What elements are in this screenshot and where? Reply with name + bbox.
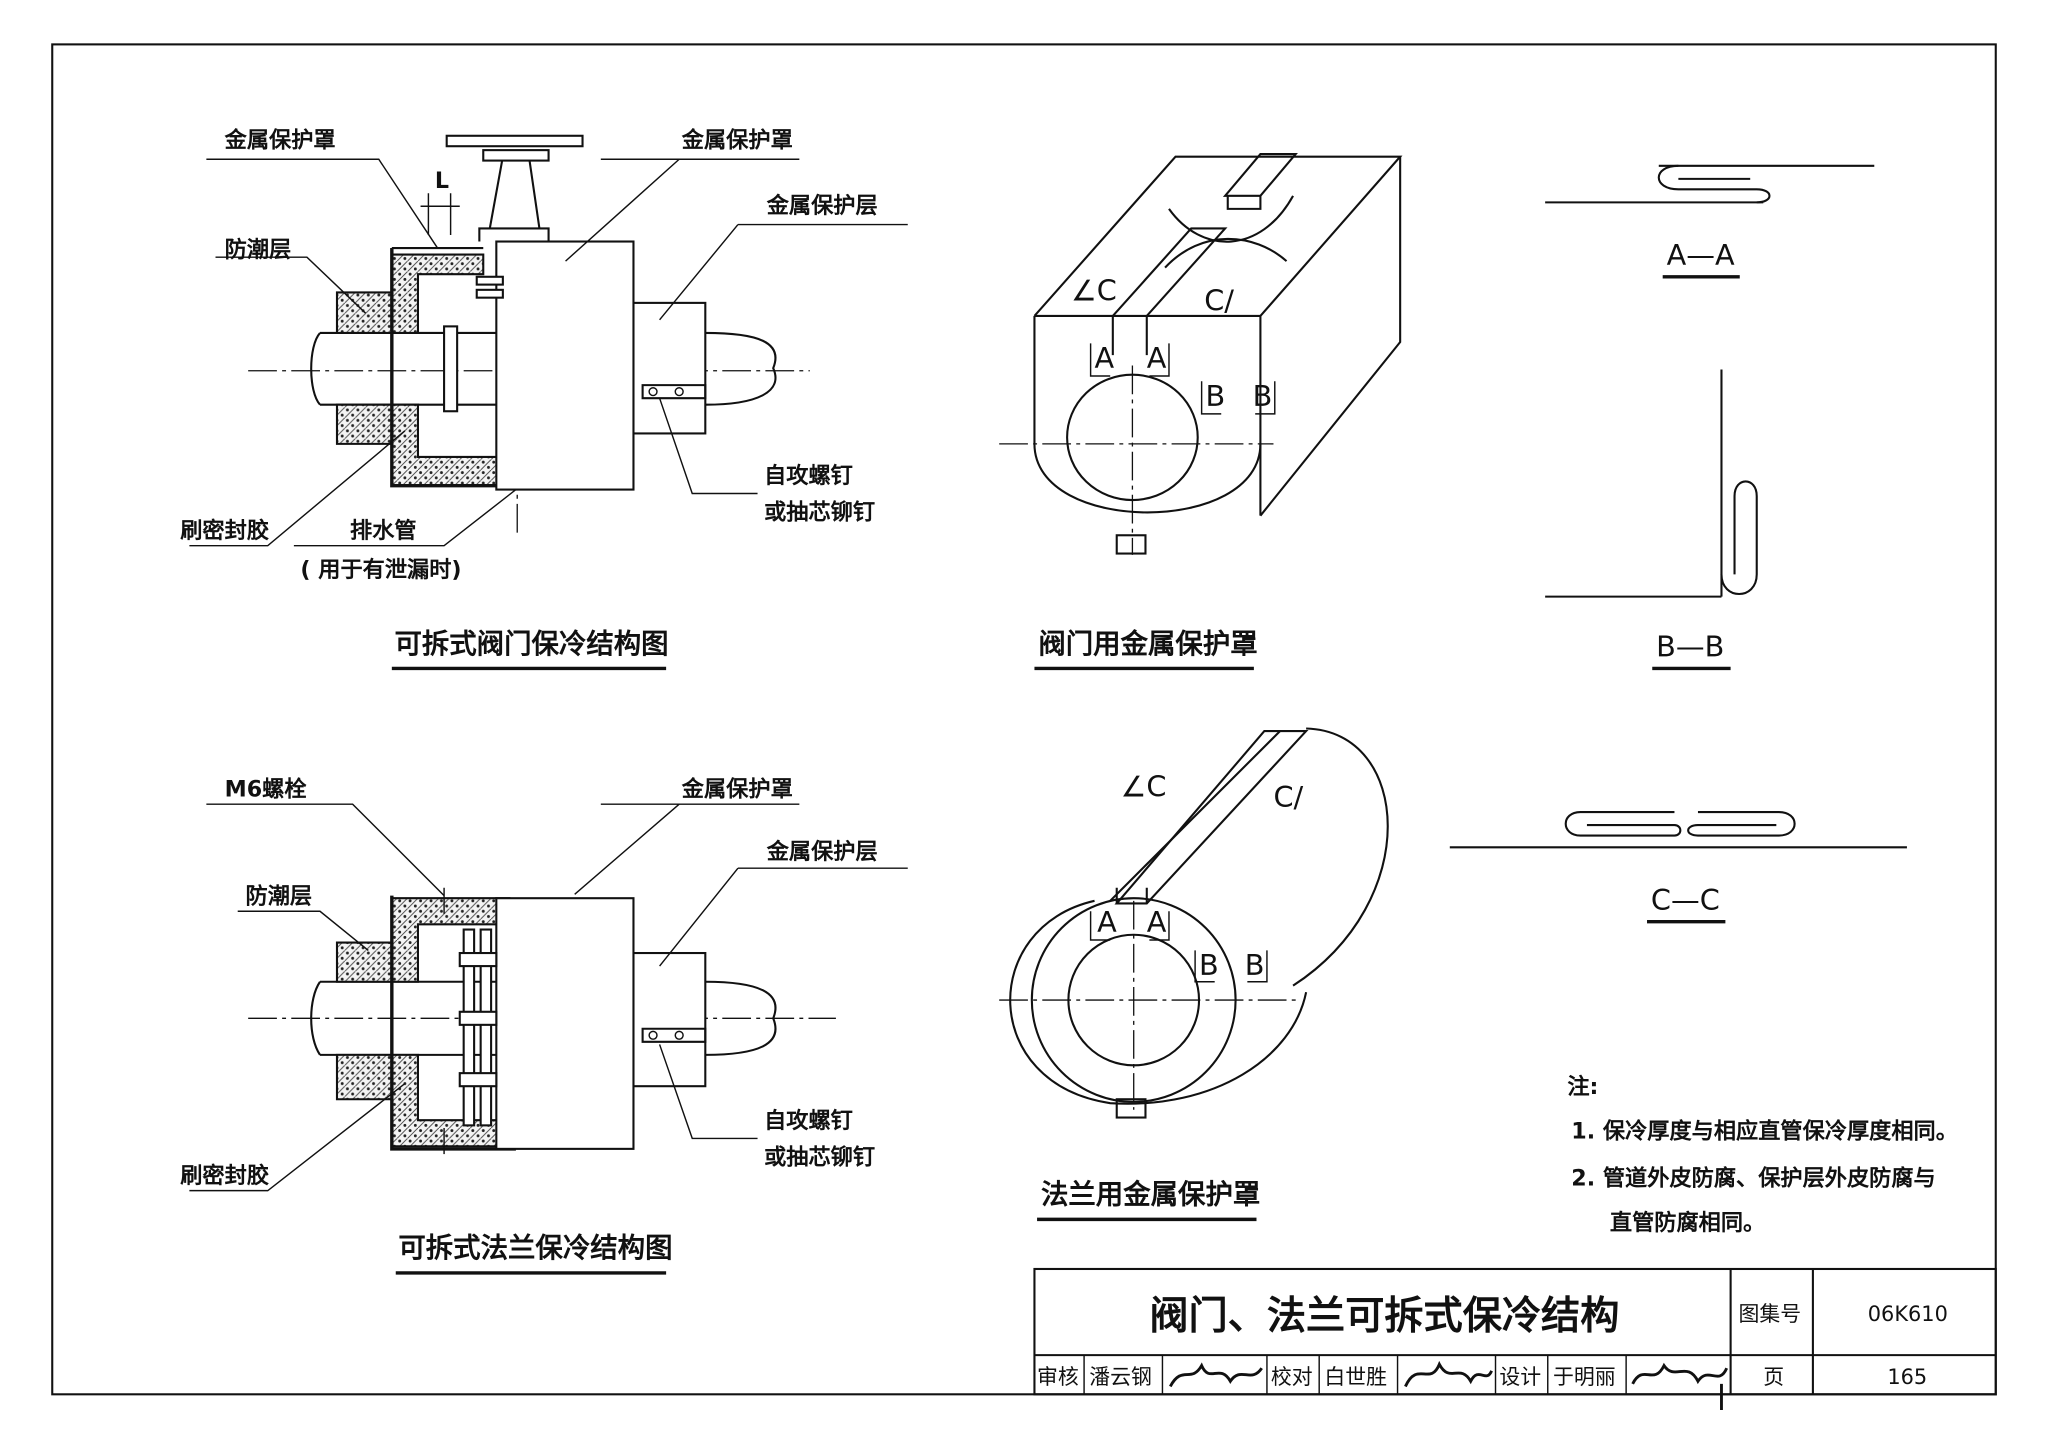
caption-flange: 可拆式法兰保冷结构图: [398, 1233, 672, 1264]
label-sealant: 刷密封胶: [180, 1162, 269, 1189]
atlas-number: 06K610: [1868, 1302, 1948, 1326]
label-m6-bolt: M6螺栓: [225, 776, 307, 802]
caption-valve-cover: 阀门用金属保护罩: [1038, 628, 1257, 660]
label-sealant: 刷密封胶: [180, 517, 269, 544]
reviewer-name: 潘云钢: [1089, 1365, 1152, 1389]
title-block: 阀门、法兰可拆式保冷结构 图集号 06K610 审核 潘云钢 校对 白世胜 设计…: [1033, 1267, 1997, 1410]
section-c-c: C—C: [1449, 810, 1907, 924]
note-1: 1. 保冷厚度与相应直管保冷厚度相同。: [1571, 1117, 1958, 1144]
mark-a2: A: [1147, 905, 1167, 939]
section-label-cc: C—C: [1651, 883, 1720, 917]
mark-c2: C/: [1273, 780, 1303, 814]
label-metal-cover-right: 金属保护罩: [681, 127, 793, 154]
flange-cover-isometric: ∠C C/ A A B B 法兰用金属保护罩: [999, 727, 1389, 1222]
mark-c2: C/: [1204, 284, 1234, 318]
label-metal-cover-left: 金属保护罩: [224, 127, 336, 154]
mark-c1: ∠C: [1071, 273, 1117, 307]
mark-b2: B: [1253, 379, 1273, 413]
label-metal-layer: 金属保护层: [766, 192, 878, 219]
sheet-border: [51, 43, 1997, 1396]
valve-cover-isometric: ∠C C/ A A B B 阀门用金属保护罩: [999, 153, 1403, 671]
section-a-a: A—A: [1545, 164, 1875, 279]
mark-c1: ∠C: [1121, 769, 1167, 803]
page-label: 页: [1763, 1365, 1784, 1389]
valve-insulation-detail: L 金属保护罩 金属保护罩 金属保护层 防潮层 刷密封胶 排水管 ( 用于有泄漏…: [180, 127, 908, 671]
note-2-cont: 直管防腐相同。: [1571, 1209, 1765, 1236]
design-label: 设计: [1499, 1365, 1541, 1389]
label-rivet: 或抽芯铆钉: [764, 499, 875, 526]
mark-b1: B: [1199, 948, 1219, 982]
label-moisture-layer: 防潮层: [225, 237, 292, 263]
reviewer-signature: [1169, 1362, 1263, 1388]
atlas-label: 图集号: [1738, 1302, 1801, 1326]
checker-signature: [1404, 1360, 1493, 1388]
mark-a2: A: [1147, 341, 1167, 375]
label-metal-layer: 金属保护层: [766, 838, 878, 865]
label-rivet: 或抽芯铆钉: [764, 1144, 875, 1171]
notes-heading: 注:: [1567, 1073, 1598, 1100]
label-moisture-layer: 防潮层: [246, 883, 313, 909]
section-label-bb: B—B: [1656, 630, 1724, 664]
section-label-aa: A—A: [1667, 238, 1735, 272]
check-label: 校对: [1271, 1365, 1313, 1389]
mark-b2: B: [1245, 948, 1265, 982]
mark-b1: B: [1206, 379, 1226, 413]
dim-l-label: L: [435, 168, 449, 194]
notes: 注: 1. 保冷厚度与相应直管保冷厚度相同。 2. 管道外皮防腐、保护层外皮防腐…: [1567, 1073, 1958, 1236]
note-2: 2. 管道外皮防腐、保护层外皮防腐与: [1571, 1164, 1935, 1191]
caption-valve: 可拆式阀门保冷结构图: [394, 629, 668, 660]
page-number: 165: [1887, 1365, 1927, 1389]
review-label: 审核: [1037, 1365, 1079, 1389]
caption-flange-cover: 法兰用金属保护罩: [1041, 1179, 1260, 1211]
designer-signature: [1631, 1362, 1729, 1410]
drawing-title: 阀门、法兰可拆式保冷结构: [1149, 1294, 1619, 1339]
label-drain-note: ( 用于有泄漏时): [300, 556, 461, 583]
label-drain: 排水管: [350, 517, 417, 544]
label-screw: 自攻螺钉: [764, 462, 853, 489]
mark-a1: A: [1095, 341, 1115, 375]
mark-a1: A: [1097, 905, 1117, 939]
label-screw: 自攻螺钉: [764, 1107, 853, 1134]
checker-name: 白世胜: [1324, 1365, 1387, 1389]
flange-insulation-detail: M6螺栓 金属保护罩 金属保护层 防潮层 刷密封胶 自攻螺钉 或抽芯铆钉 可拆式…: [180, 775, 908, 1275]
label-metal-cover: 金属保护罩: [681, 775, 793, 802]
section-b-b: B—B: [1545, 369, 1758, 671]
designer-name: 于明丽: [1553, 1365, 1616, 1389]
